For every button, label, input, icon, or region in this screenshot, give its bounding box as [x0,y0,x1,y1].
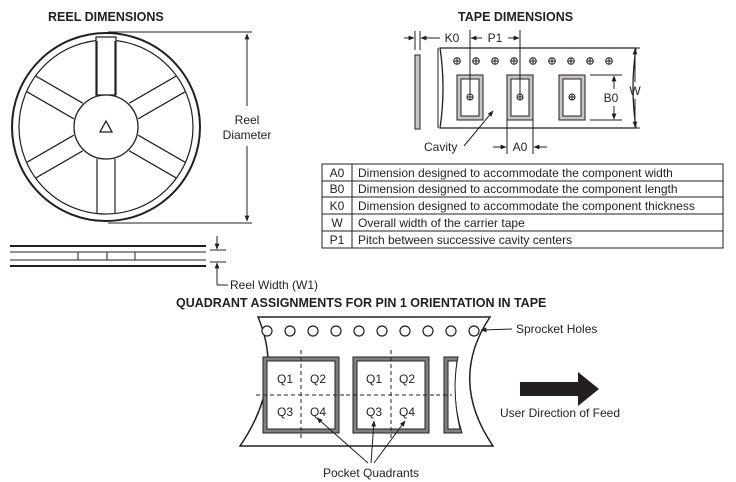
reel-hub-triangle [98,119,114,133]
cavity-label: Cavity [424,140,457,154]
tape-cavity-a0-dimension: Cavity A0 [424,110,547,154]
tape-dimensions-section: TAPE DIMENSIONS [321,10,724,249]
pocket-1-q3: Q3 [277,405,293,419]
reel-diameter-dimension: Reel Diameter [108,31,272,224]
legend-description: Dimension designed to accommodate the co… [358,199,695,213]
tape-k0-p1-dimensions: K0 P1 [404,30,521,96]
reel-dimensions-section: REEL DIMENSIONS [10,10,318,292]
reel-diameter-label-line2: Diameter [223,128,272,142]
reel-spokes [26,41,186,213]
reel-dimensions-title: REEL DIMENSIONS [48,10,164,24]
legend-description: Dimension designed to accommodate the co… [358,166,673,180]
pocket-1-q2: Q2 [310,372,326,386]
legend-symbol: P1 [330,233,345,247]
tape-dimensions-title: TAPE DIMENSIONS [458,10,573,24]
pocket-quadrants-pointers: Pocket Quadrants [316,417,419,480]
quadrant-title: QUADRANT ASSIGNMENTS FOR PIN 1 ORIENTATI… [176,296,546,310]
pocket-1: Q1 Q2 Q3 Q4 [256,350,346,440]
pocket-3-partial [436,356,463,434]
a0-label: A0 [513,140,528,154]
dimension-legend-table: A0 Dimension designed to accommodate the… [321,163,724,249]
tape-cavities [456,74,586,121]
tape-top-view [437,47,637,129]
quadrant-sprocket-holes [261,325,480,337]
pocket-2-q3: Q3 [366,405,382,419]
pocket-2: Q1 Q2 Q3 Q4 [346,350,436,440]
tape-b0-w-dimensions: B0 W [590,47,641,129]
pocket-2-q4: Q4 [399,405,415,419]
legend-symbol: B0 [330,182,345,196]
legend-description: Pitch between successive cavity centers [358,233,572,247]
w-label: W [629,84,641,98]
pocket-2-q1: Q1 [366,372,382,386]
legend-row: B0 Dimension designed to accommodate the… [330,182,678,196]
legend-symbol: W [331,216,343,230]
legend-row: W Overall width of the carrier tape [331,216,525,230]
legend-description: Overall width of the carrier tape [358,216,525,230]
pocket-1-q4: Q4 [310,405,326,419]
legend-row: K0 Dimension designed to accommodate the… [330,199,695,213]
legend-symbol: A0 [330,166,345,180]
tape-sprocket-holes [453,57,613,65]
legend-description: Dimension designed to accommodate the co… [358,182,678,196]
reel-spoke-windows [95,36,117,96]
legend-row: A0 Dimension designed to accommodate the… [330,166,673,180]
feed-direction: User Direction of Feed [500,372,620,420]
pocket-quadrants-label: Pocket Quadrants [323,466,419,480]
reel-diameter-label-line1: Reel [235,113,260,127]
quadrant-section: QUADRANT ASSIGNMENTS FOR PIN 1 ORIENTATI… [176,296,620,480]
reel-face [11,32,201,222]
legend-row: P1 Pitch between successive cavity cente… [330,233,572,247]
legend-symbol: K0 [330,199,345,213]
tape-side-profile [414,54,421,130]
p1-label: P1 [488,31,503,45]
reel-width-label: Reel Width (W1) [230,278,318,292]
pocket-2-q2: Q2 [399,372,415,386]
reel-side-view: Reel Width (W1) [10,236,318,292]
feed-direction-arrow-icon [520,372,599,406]
k0-label: K0 [445,31,460,45]
b0-label: B0 [604,91,619,105]
feed-direction-label: User Direction of Feed [500,406,620,420]
pocket-1-q1: Q1 [277,372,293,386]
sprocket-holes-label: Sprocket Holes [516,322,597,336]
